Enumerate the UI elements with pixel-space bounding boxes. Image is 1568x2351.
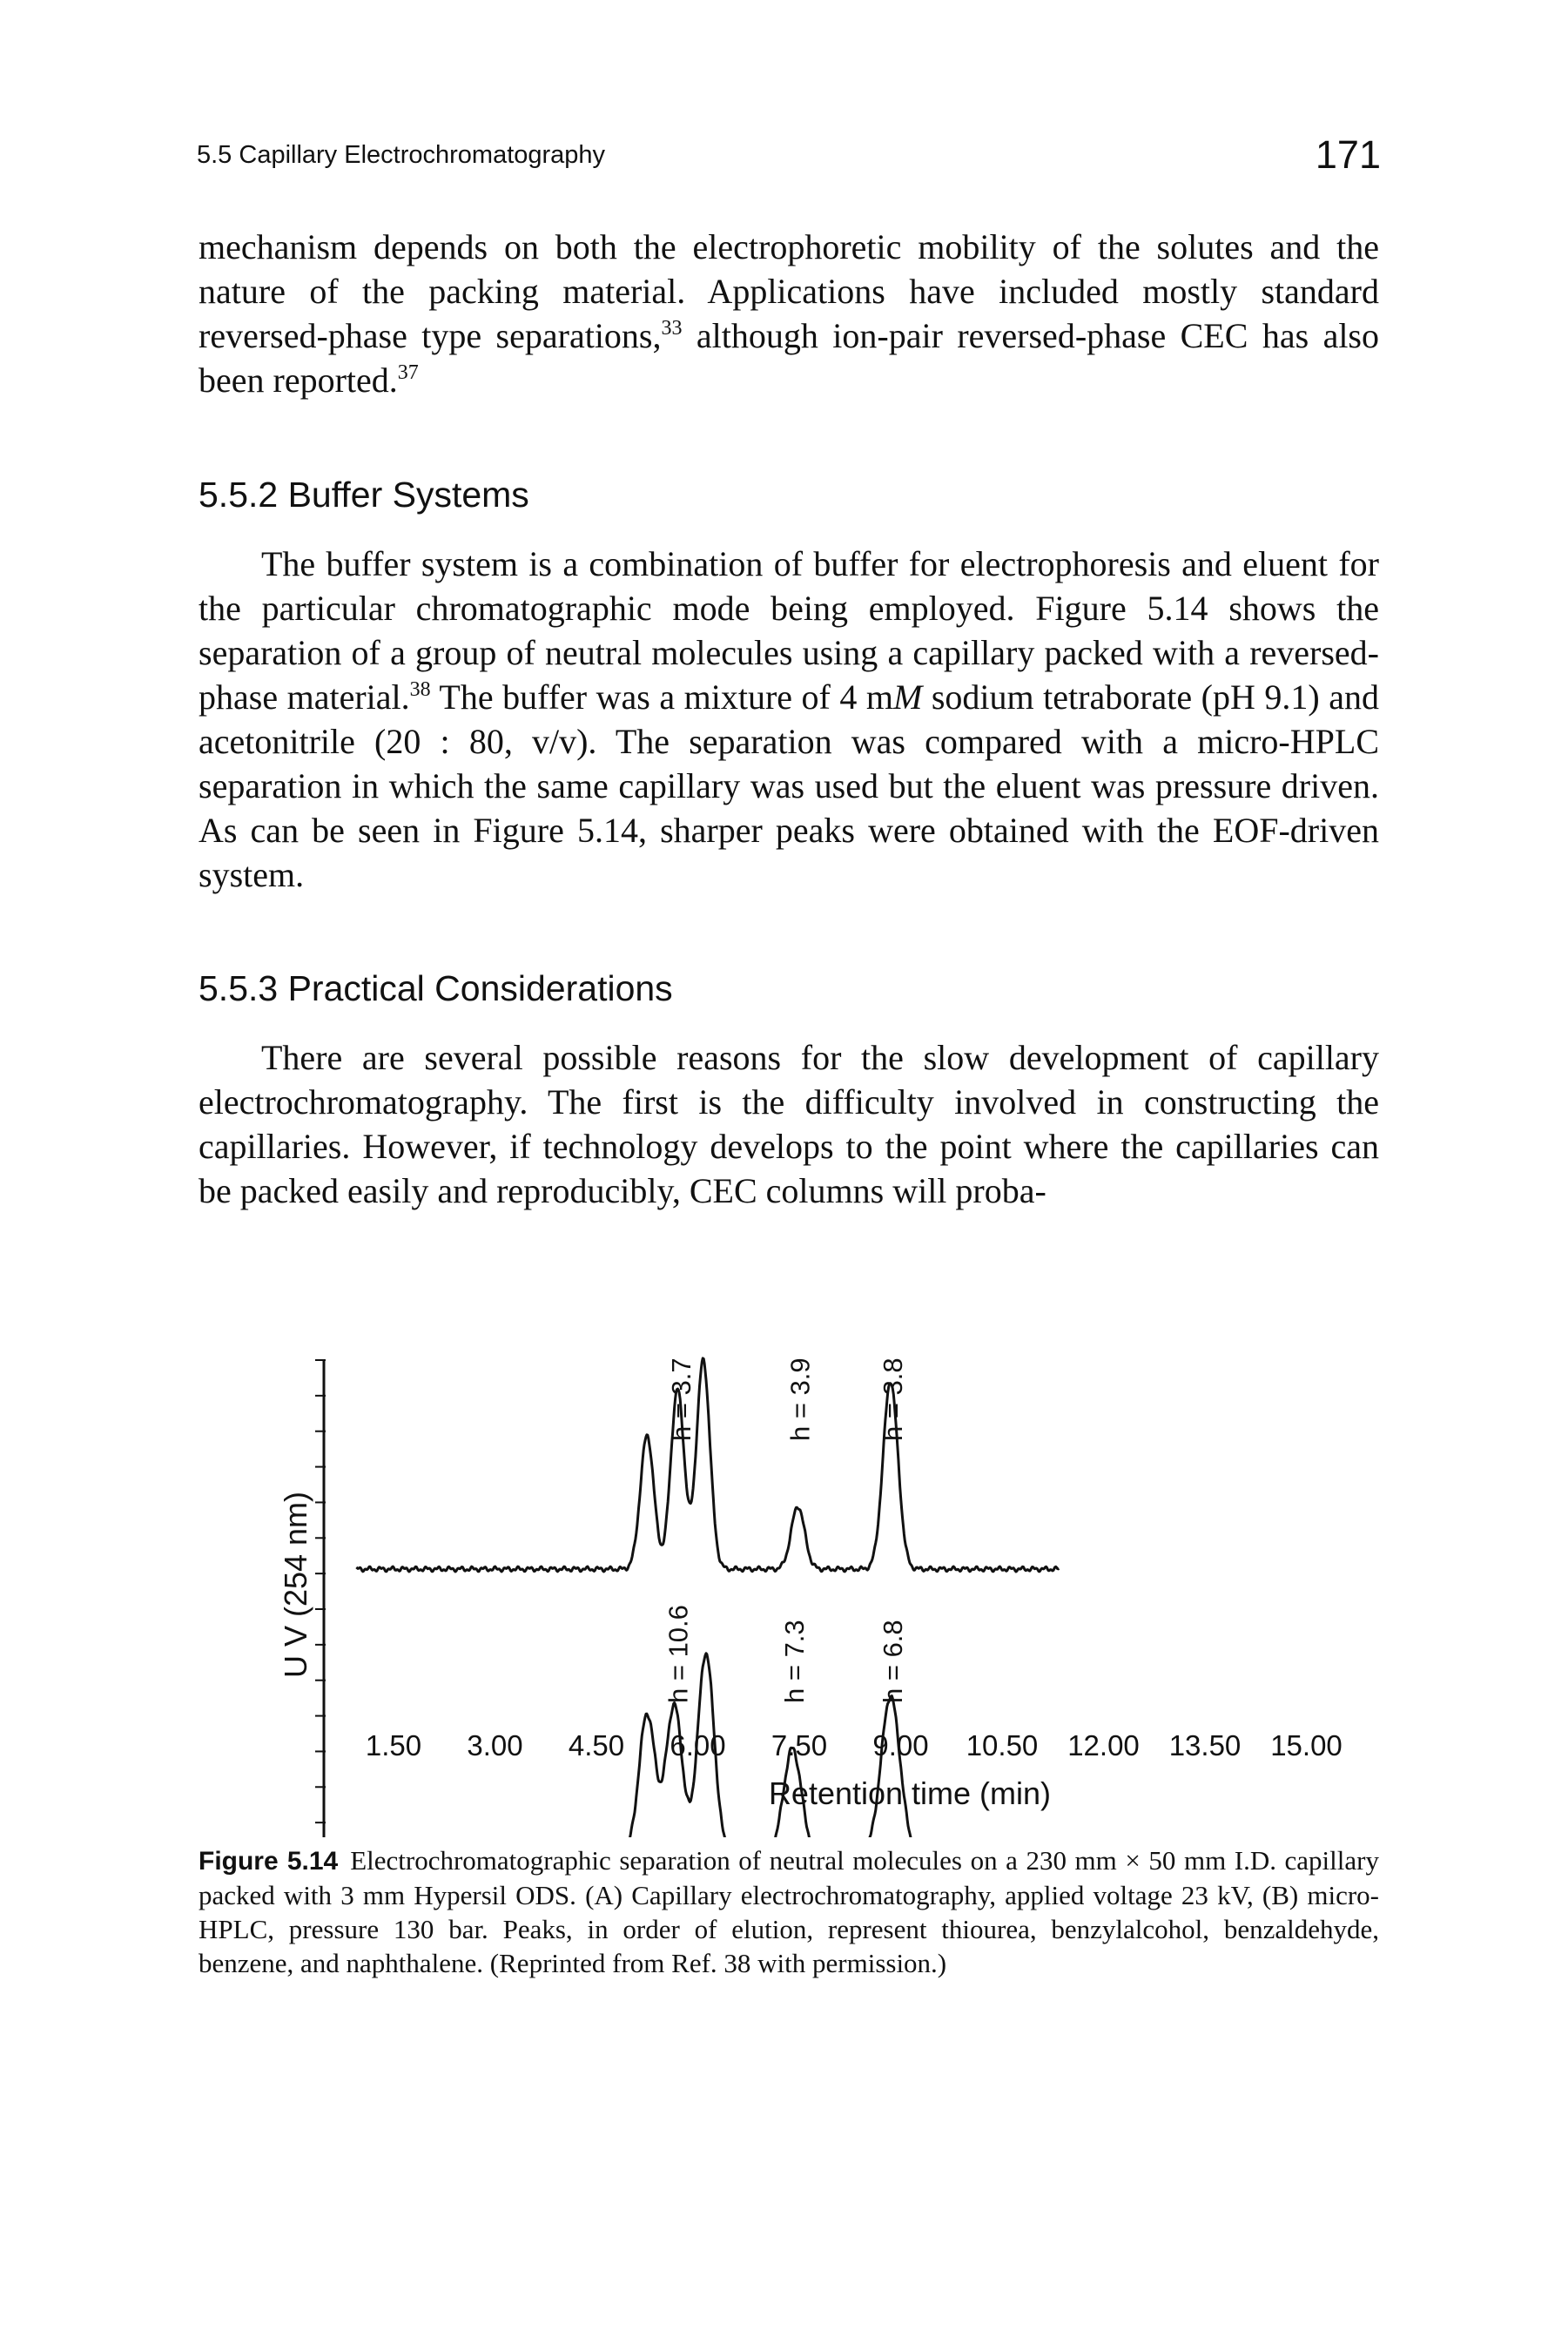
section-heading-5-5-2: 5.5.2 Buffer Systems [199,475,529,515]
x-tick-label: 13.50 [1169,1729,1242,1762]
x-tick-label: 4.50 [569,1729,624,1762]
p2-unit-M: M [893,677,923,717]
section-heading-5-5-3: 5.5.3 Practical Considerations [199,968,673,1008]
ref-38: 38 [409,678,431,701]
peak-height-label: h = 3.8 [878,1357,908,1441]
running-title: 5.5 Capillary Electrochromatography [197,141,606,169]
p2-text-c: sodium tetraborate (pH 9.1) and acetonit… [199,677,1379,894]
trace-B [629,1652,912,1837]
trace-A [355,1357,1060,1573]
peak-height-label: h = 7.3 [779,1620,810,1703]
peak-height-label: h = 10.6 [663,1605,693,1703]
p2-text-a: The buffer system is a combination of bu… [199,544,1379,717]
paragraph-3: There are several possible reasons for t… [199,1035,1379,1213]
peak-height-label: h = 3.9 [784,1357,815,1441]
x-tick-label: 1.50 [366,1729,421,1762]
peak-height-label: h = 3.7 [666,1357,697,1441]
x-tick-label: 12.00 [1067,1729,1140,1762]
x-axis-title: Retention time (min) [769,1775,1051,1811]
figure-caption-text: Electrochromatographic separation of neu… [199,1845,1379,1978]
y-axis-title: U V (254 nm) [278,1492,313,1678]
ref-37: 37 [397,361,419,384]
running-head: 5.5 Capillary Electrochromatography 171 [197,132,1381,185]
x-tick-label: 7.50 [771,1729,827,1762]
p2-text-b: The buffer was a mixture of 4 m [430,677,894,717]
y-axis [315,1359,326,1837]
traces [355,1357,1060,1837]
p1-text-b: although ion-pair reversed-phase CEC has… [199,316,1379,400]
ref-33: 33 [661,317,683,340]
peak-annotations: h = 3.7 h = 3.9 h = 3.8 h = 10.6 h = 7.3 h = … [663,1357,908,1703]
figure-label: Figure 5.14 [199,1847,339,1876]
x-tick-label: 10.50 [966,1729,1039,1762]
paragraph-2: The buffer system is a combination of bu… [199,542,1379,897]
x-tick-label: 3.00 [467,1729,522,1762]
x-tick-label: 15.00 [1270,1729,1343,1762]
p3-text: There are several possible reasons for t… [199,1038,1379,1210]
peak-height-label: h = 6.8 [878,1620,908,1703]
p1-text-a: mechanism depends on both the electropho… [199,227,1379,355]
paragraph-1: mechanism depends on both the electropho… [199,225,1379,402]
page-number: 171 [1315,132,1381,177]
